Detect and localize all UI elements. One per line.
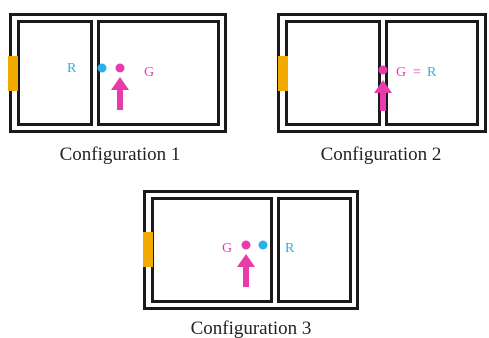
goal-label: G xyxy=(144,65,154,80)
room-left xyxy=(17,20,93,126)
robot-label: R xyxy=(285,241,295,256)
door xyxy=(143,232,153,267)
configuration-2: G = R Configuration 2 xyxy=(277,13,487,165)
goal-label: G xyxy=(222,241,232,256)
robot-label: R xyxy=(427,65,437,80)
configuration-3: G R Configuration 3 xyxy=(143,190,359,338)
door xyxy=(278,56,288,91)
goal-marker xyxy=(241,240,251,250)
room-left xyxy=(285,20,381,126)
caption: Configuration 2 xyxy=(321,144,442,165)
goal-marker xyxy=(115,63,125,73)
caption: Configuration 1 xyxy=(60,144,181,165)
robot-label: R xyxy=(67,61,77,76)
configuration-1: R G Configuration 1 xyxy=(8,13,227,165)
outer-wall xyxy=(143,190,359,310)
goal-marker xyxy=(378,65,388,75)
equals-sign: = xyxy=(413,65,421,80)
up-arrow-icon xyxy=(237,254,255,287)
robot-marker xyxy=(97,63,107,73)
caption: Configuration 3 xyxy=(191,318,312,338)
room-right xyxy=(97,20,220,126)
up-arrow-icon xyxy=(111,77,129,110)
outer-wall xyxy=(9,13,227,133)
goal-label: G xyxy=(396,65,406,80)
room-left xyxy=(151,197,273,303)
up-arrow-icon xyxy=(374,80,392,111)
door xyxy=(8,56,18,91)
robot-marker xyxy=(258,240,268,250)
room-right xyxy=(277,197,352,303)
room-right xyxy=(385,20,479,126)
